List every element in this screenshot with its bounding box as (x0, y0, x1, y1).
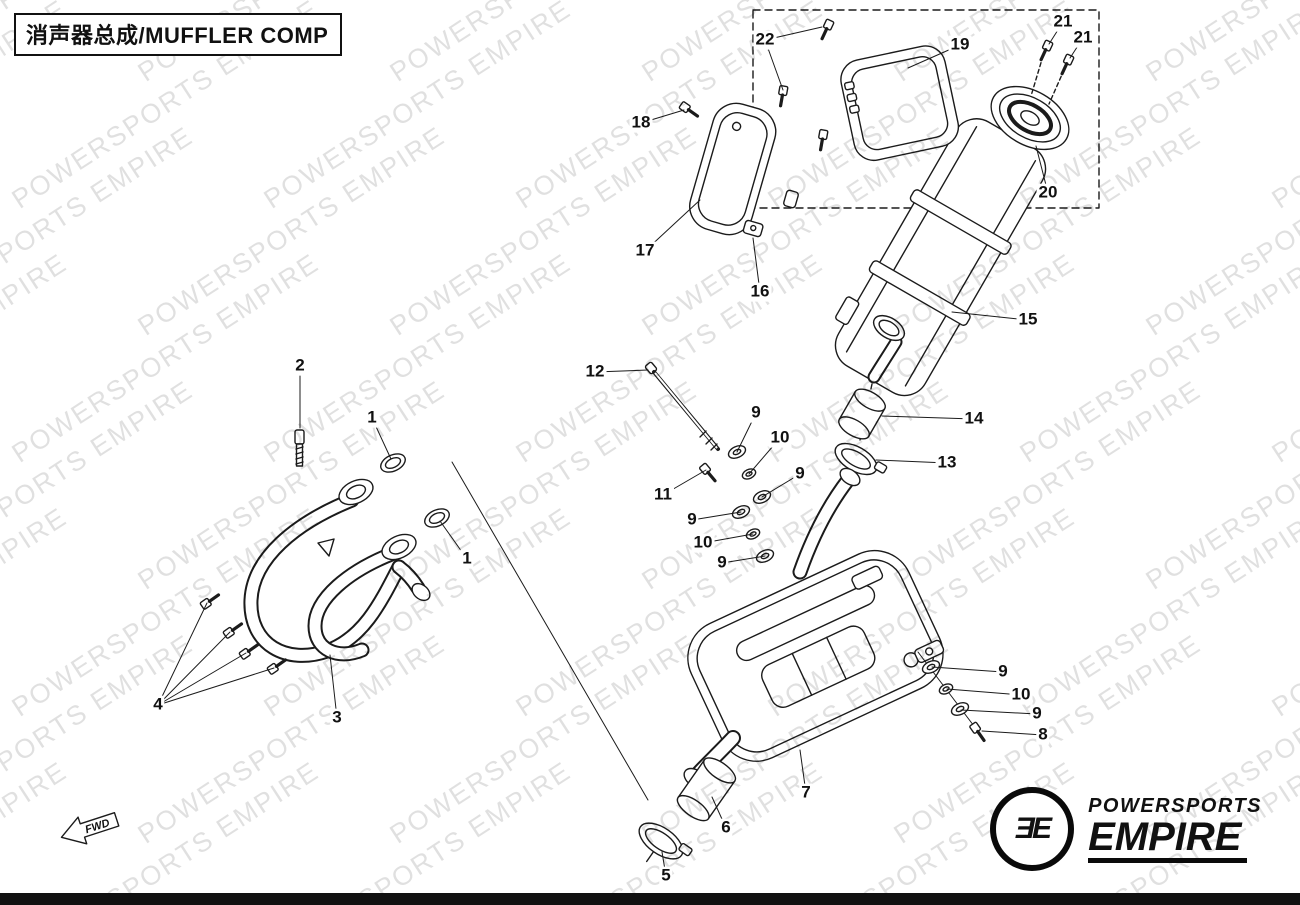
part-bolt-21 (1030, 38, 1055, 97)
part-pipe-sleeve (838, 388, 886, 440)
part-long-stud (644, 361, 720, 451)
leader-line (157, 667, 275, 706)
leader-line (951, 311, 1029, 321)
part-bracket-small (783, 189, 799, 209)
part-muffler-body (683, 467, 945, 789)
leader-line (748, 437, 781, 475)
part-bolt-4 (198, 590, 223, 612)
leader-line (981, 730, 1044, 736)
leader-line (329, 654, 338, 719)
leader-line (946, 688, 1022, 696)
leader-line (721, 555, 766, 564)
leader-line (371, 417, 392, 460)
leader-line (157, 602, 208, 706)
fwd-arrow-icon: FWD (60, 811, 120, 845)
leader-line (799, 749, 807, 794)
part-stud (294, 429, 305, 467)
leader-line (1069, 37, 1084, 59)
part-bracket (742, 219, 764, 238)
assembly-line (451, 461, 649, 801)
empire-logo-icon: ƎE (990, 787, 1075, 871)
part-bolt-4 (265, 655, 290, 677)
leader-line (157, 631, 231, 706)
leader-line (594, 369, 649, 373)
part-side-cover (689, 102, 777, 236)
part-heat-shield (840, 45, 960, 162)
part-bolt (815, 127, 830, 153)
part-gasket (424, 508, 450, 528)
leader-line (931, 666, 1004, 673)
part-exhaust-header (243, 478, 431, 663)
leader-line (764, 26, 823, 41)
leader-line (691, 511, 742, 521)
part-bolt-21 (1048, 52, 1076, 105)
part-bolt-22 (816, 17, 836, 42)
leader-line (157, 652, 247, 706)
part-connector-pipe (676, 757, 737, 822)
page-title-text: 消声器总成/MUFFLER COMP (26, 23, 329, 48)
leader-line (702, 533, 754, 544)
part-clamp-5 (638, 822, 693, 863)
part-bolt-4 (237, 640, 262, 662)
page-title: 消声器总成/MUFFLER COMP (14, 13, 343, 56)
part-clamp-13 (834, 442, 888, 476)
brand-name-top: POWERSPORTS (1088, 795, 1262, 817)
leader-line (752, 237, 761, 293)
leader-line (761, 473, 801, 498)
leader-line (1048, 21, 1064, 45)
bottom-bar (0, 893, 1300, 905)
leader-line (764, 39, 784, 91)
part-bolt-8 (967, 720, 989, 745)
leader-line (640, 109, 685, 124)
leader-line (439, 520, 468, 560)
empire-logo-glyph: ƎE (1015, 812, 1052, 845)
brand-logo-text: POWERSPORTS EMPIRE (1088, 795, 1262, 863)
leader-line (736, 412, 757, 453)
leader-line (644, 199, 701, 252)
part-gasket (380, 453, 406, 473)
brand-logo: ƎE POWERSPORTS EMPIRE (990, 787, 1262, 871)
part-washer-9 (948, 699, 972, 719)
part-silencer-body (834, 118, 1047, 397)
leader-line (875, 459, 948, 464)
leader-line (881, 415, 975, 420)
brand-name-bottom: EMPIRE (1088, 817, 1248, 863)
part-bolt-11 (697, 461, 720, 485)
leader-line (960, 709, 1038, 715)
leader-line (662, 469, 707, 496)
